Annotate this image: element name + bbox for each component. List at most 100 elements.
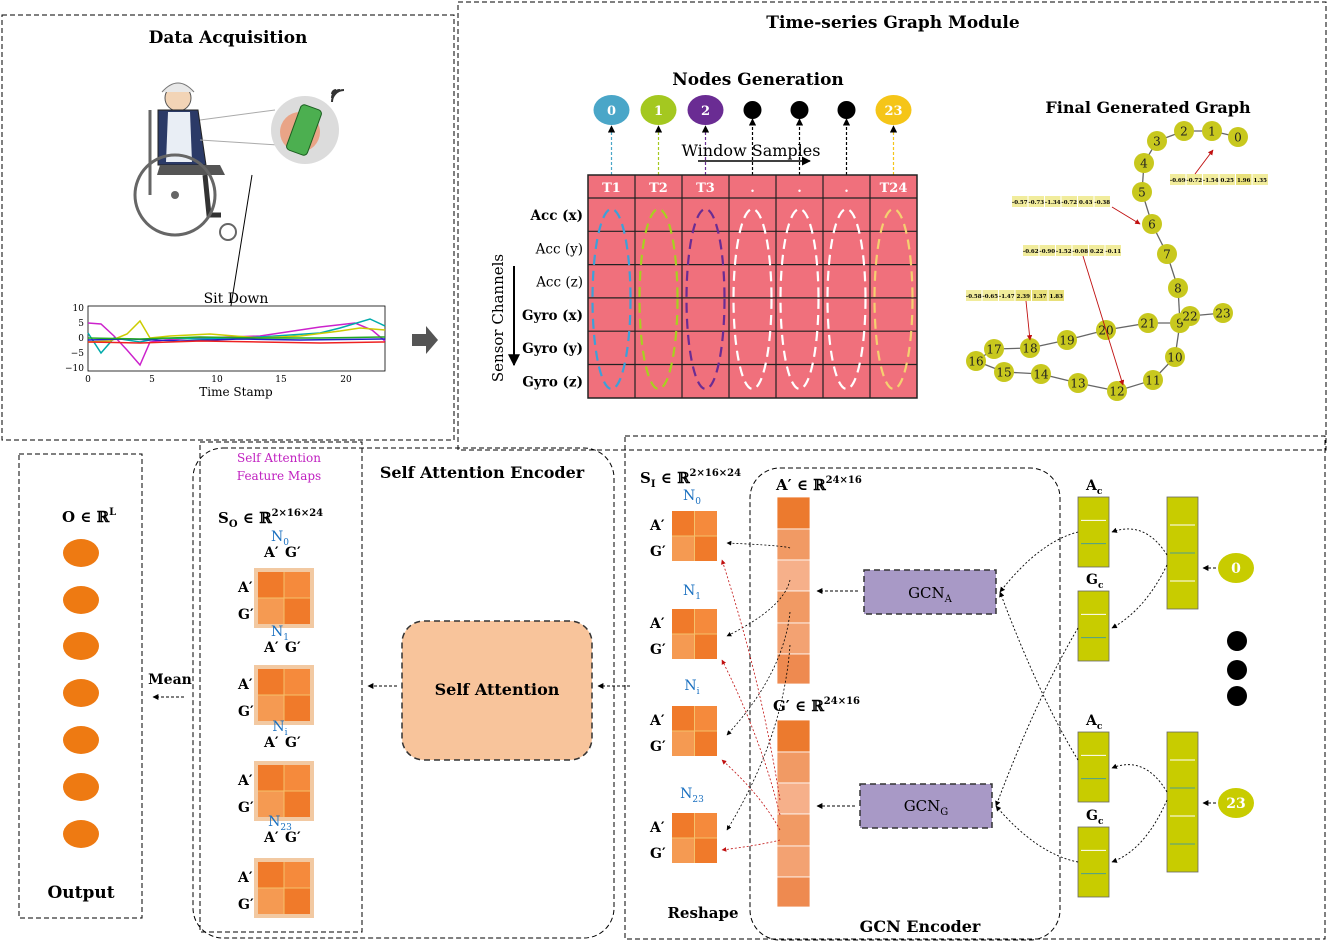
feature-value: -0.69 (1170, 178, 1186, 184)
ac-label: Ac (1085, 478, 1103, 497)
a-prime-cell (776, 622, 811, 655)
a-row-label: A′ (237, 580, 253, 596)
a-row-label: A′ (237, 870, 253, 886)
graph-node (593, 95, 630, 125)
time-stamp-label: Time Stamp (199, 385, 273, 399)
gc-column (1077, 826, 1110, 898)
graph-node-label: 22 (1182, 310, 1197, 324)
feature-cell (1032, 290, 1048, 301)
column-header: . (750, 181, 755, 196)
map-cell (258, 765, 284, 791)
map-cell (672, 536, 695, 561)
node-label: N1 (683, 583, 701, 602)
feature-map (254, 568, 314, 628)
map-cell (258, 572, 284, 598)
graph-node-label: 9 (1176, 317, 1184, 331)
map-cell (284, 669, 310, 695)
feature-map (672, 706, 717, 756)
graph-node-label: 12 (1109, 385, 1124, 399)
graph-node (1180, 306, 1200, 326)
reshape-link-g (721, 559, 781, 801)
feature-value: -0.38 (1094, 200, 1110, 206)
graph-node (640, 95, 677, 125)
g-col-label: G′ (285, 830, 301, 846)
g-prime-cell (776, 876, 811, 908)
a-row-label: A′ (649, 518, 665, 534)
graph-node-label: 7 (1163, 248, 1171, 262)
self-attention-block (401, 620, 593, 761)
g-prime-cell (776, 719, 811, 753)
x-tick: 20 (340, 375, 352, 385)
feature-maps-title-1: Self Attention (237, 451, 321, 465)
map-cell (672, 634, 695, 659)
reshape-link-g (721, 839, 781, 852)
window-ellipse (779, 207, 820, 391)
map-cell (672, 813, 695, 838)
reshape-link (726, 540, 791, 549)
ac-label: Ac (1085, 713, 1103, 732)
a-prime-cell (776, 559, 811, 592)
graph-node (1057, 330, 1077, 350)
g-prime-cell (776, 845, 811, 878)
gc-column (1077, 590, 1110, 662)
feature-value: 1.83 (1050, 294, 1064, 300)
nodes-generation-title: Nodes Generation (672, 70, 844, 90)
g-row-label: G′ (238, 800, 254, 816)
graph-node (790, 101, 809, 119)
feature-value: -0.65 (982, 294, 998, 300)
input-node (1218, 553, 1254, 583)
column-header: . (844, 181, 849, 196)
feature-to-adj-link (1111, 799, 1168, 863)
graph-node (1174, 121, 1194, 141)
gcn-a-label: GCNA (908, 584, 953, 605)
a-col-label: A′ (263, 640, 279, 656)
a-prime-cell (776, 590, 811, 624)
g-row-label: G′ (650, 642, 666, 658)
feature-to-adj-link (1111, 564, 1168, 629)
row-label: Acc (x) (530, 208, 583, 224)
graph-node (1147, 131, 1167, 151)
feature-cell (1015, 290, 1031, 301)
node-label: N0 (271, 529, 289, 548)
feature-link (1111, 206, 1141, 225)
g-row-label: G′ (238, 897, 254, 913)
input-node-label: 0 (1231, 561, 1241, 577)
feature-link (1194, 149, 1214, 175)
map-cell (284, 888, 310, 914)
feature-cell (1028, 196, 1044, 207)
graph-node-label: 2 (701, 104, 710, 119)
graph-node (1168, 278, 1188, 298)
data-acquisition-panel (1, 14, 455, 441)
row-label: Acc (y) (535, 241, 583, 257)
graph-node-label: 1 (1208, 125, 1216, 139)
graph-node-label: 23 (884, 104, 902, 119)
a-row-label: A′ (237, 677, 253, 693)
feature-value: -0.11 (1105, 249, 1121, 255)
graph-node (1068, 373, 1088, 393)
graph-node (966, 351, 986, 371)
feature-value: -0.57 (1012, 200, 1028, 206)
feature-value: -0.08 (1072, 249, 1088, 255)
window-ellipse (732, 207, 773, 391)
map-cell (258, 888, 284, 914)
ac-column (1077, 496, 1110, 568)
g-row-label: G′ (238, 704, 254, 720)
node-feature-column (1166, 731, 1199, 873)
feature-map (254, 858, 314, 918)
feature-value: -1.52 (1056, 249, 1072, 255)
feature-cell (1072, 245, 1088, 256)
map-cell (694, 838, 717, 863)
window-ellipse (873, 207, 914, 391)
gc-label: Gc (1086, 808, 1104, 827)
node-label: N23 (680, 786, 704, 805)
row-label: Gyro (z) (522, 375, 583, 391)
graph-node (1213, 303, 1233, 323)
gcn-a-block (863, 569, 997, 615)
map-cell (694, 511, 717, 536)
feature-map (672, 511, 717, 561)
a-col-label: A′ (263, 830, 279, 846)
gcn-encoder-panel (749, 467, 1061, 941)
feature-cell (1094, 196, 1110, 207)
feature-cell (1170, 174, 1186, 185)
graph-node (1132, 182, 1152, 202)
